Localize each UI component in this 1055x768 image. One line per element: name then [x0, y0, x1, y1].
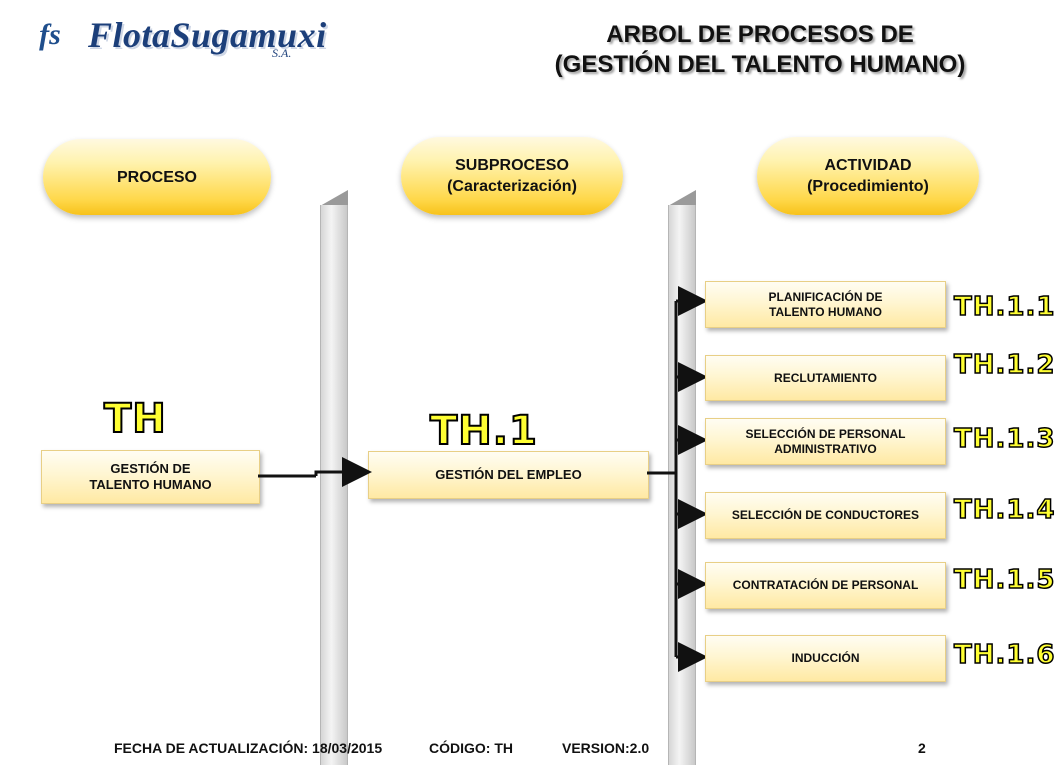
footer-codigo: CÓDIGO: TH [429, 740, 513, 756]
box-actividad-4: SELECCIÓN DE CONDUCTORES [705, 492, 946, 539]
header-actividad: ACTIVIDAD (Procedimiento) [757, 137, 979, 215]
separator-bar-1-top [320, 190, 348, 206]
box-actividad-6: INDUCCIÓN [705, 635, 946, 682]
header-proceso-label: PROCESO [116, 168, 197, 186]
box-proceso-line-2: TALENTO HUMANO [89, 477, 212, 492]
page-title: ARBOL DE PROCESOS DE (GESTIÓN DEL TALENT… [520, 20, 1000, 80]
box-proceso: GESTIÓN DE TALENTO HUMANO [41, 450, 260, 504]
title-line-1: ARBOL DE PROCESOS DE [606, 21, 914, 48]
box-actividad-5-line-1: CONTRATACIÓN DE PERSONAL [732, 578, 919, 592]
box-actividad-2-line-1: RECLUTAMIENTO [774, 370, 877, 385]
header-actividad-sublabel: (Procedimiento) [807, 178, 929, 195]
box-actividad-2: RECLUTAMIENTO [705, 355, 946, 401]
box-actividad-1-line-2: TALENTO HUMANO [769, 304, 882, 319]
header-proceso: PROCESO [43, 139, 271, 215]
company-logo-name: FlotaSugamuxi [88, 15, 327, 55]
box-actividad-3-line-2: ADMINISTRATIVO [774, 441, 877, 456]
code-subproceso: TH.1 [429, 407, 538, 455]
footer-version: VERSION:2.0 [562, 740, 650, 756]
box-actividad-3-line-1: SELECCIÓN DE PERSONAL [745, 426, 906, 441]
box-actividad-1-line-1: PLANIFICACIÓN DE [768, 289, 883, 304]
code-actividad-3: TH.1.3 [953, 423, 1055, 455]
footer-fecha: FECHA DE ACTUALIZACIÓN: 18/03/2015 [114, 740, 383, 756]
box-actividad-3: SELECCIÓN DE PERSONAL ADMINISTRATIVO [705, 418, 946, 465]
header-actividad-label: ACTIVIDAD [824, 157, 912, 174]
header-subproceso-sublabel: (Caracterización) [447, 178, 577, 195]
box-proceso-line-1: GESTIÓN DE [110, 461, 191, 476]
box-actividad-6-line-1: INDUCCIÓN [791, 651, 860, 665]
box-subproceso: GESTIÓN DEL EMPLEO [368, 451, 649, 499]
code-actividad-2: TH.1.2 [953, 349, 1055, 381]
code-actividad-6: TH.1.6 [953, 639, 1055, 671]
code-actividad-5: TH.1.5 [953, 564, 1055, 596]
header-subproceso-label: SUBPROCESO [455, 157, 569, 174]
code-actividad-1: TH.1.1 [953, 291, 1055, 323]
header-subproceso: SUBPROCESO (Caracterización) [401, 137, 623, 215]
box-actividad-4-line-1: SELECCIÓN DE CONDUCTORES [731, 508, 920, 522]
code-proceso: TH [103, 395, 167, 443]
box-subproceso-label: GESTIÓN DEL EMPLEO [435, 467, 582, 482]
footer-page-number: 2 [918, 740, 926, 756]
title-line-2: (GESTIÓN DEL TALENTO HUMANO) [554, 51, 966, 78]
company-logo-mark: fs [39, 18, 61, 51]
box-actividad-1: PLANIFICACIÓN DE TALENTO HUMANO [705, 281, 946, 328]
code-actividad-4: TH.1.4 [953, 494, 1055, 526]
box-actividad-5: CONTRATACIÓN DE PERSONAL [705, 562, 946, 609]
separator-bar-2-top [668, 190, 696, 206]
company-logo-suffix: S.A. [272, 46, 292, 60]
connector-lines [258, 286, 708, 672]
